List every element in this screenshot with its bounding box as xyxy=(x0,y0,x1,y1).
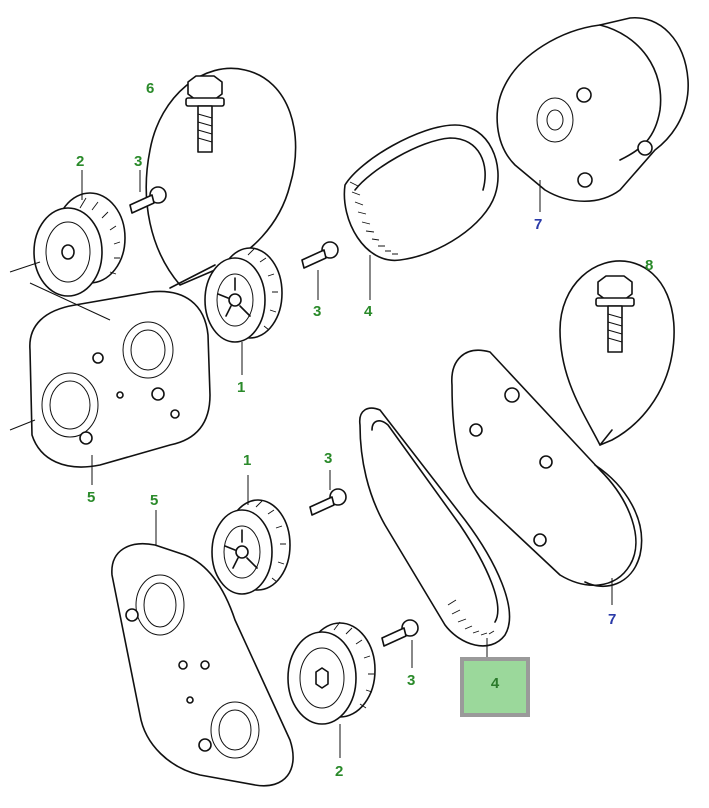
callout-4-lower: 4 xyxy=(490,675,500,692)
rear-cover-upper xyxy=(496,17,689,212)
sprocket-upper-1 xyxy=(204,247,283,375)
callout-1-lower: 1 xyxy=(243,452,251,469)
callout-1-upper: 1 xyxy=(237,379,245,396)
callout-5-upper: 5 xyxy=(87,489,95,506)
callout-5-lower: 5 xyxy=(150,492,158,509)
detail-bubble-8 xyxy=(559,260,675,446)
callout-7-upper: 7 xyxy=(534,216,542,233)
sprocket-lower-1 xyxy=(211,475,291,595)
bolt-icon-detail-8 xyxy=(595,275,635,353)
callout-3-lower-mid: 3 xyxy=(324,450,332,467)
callout-6: 6 xyxy=(146,80,154,97)
callout-3-lower-right: 3 xyxy=(407,672,415,689)
sprocket-lower-2 xyxy=(287,621,376,758)
callout-7-lower: 7 xyxy=(608,611,616,628)
rear-cover-lower xyxy=(451,349,643,605)
callout-2-upper: 2 xyxy=(76,153,84,170)
detail-bubble-6 xyxy=(145,67,297,289)
callout-4-upper: 4 xyxy=(364,303,373,320)
timing-belt-upper xyxy=(343,124,499,300)
callout-2-lower: 2 xyxy=(335,763,343,780)
sprocket-upper-2 xyxy=(9,170,126,321)
bolt-lower-right-3 xyxy=(381,619,419,668)
timing-belt-lower xyxy=(358,407,511,660)
bolt-lower-mid-3 xyxy=(309,470,347,516)
callout-3-upper-mid: 3 xyxy=(313,303,321,320)
callout-8: 8 xyxy=(645,257,653,274)
bolt-upper-mid-3 xyxy=(301,241,339,300)
highlighted-callout-4[interactable]: 4 xyxy=(460,657,530,717)
callout-3-upper-left: 3 xyxy=(134,153,142,170)
front-cover-lower xyxy=(111,510,294,787)
front-cover-upper xyxy=(9,290,211,485)
bolt-upper-left-3 xyxy=(129,170,167,214)
bolt-icon-detail-6 xyxy=(185,75,225,153)
